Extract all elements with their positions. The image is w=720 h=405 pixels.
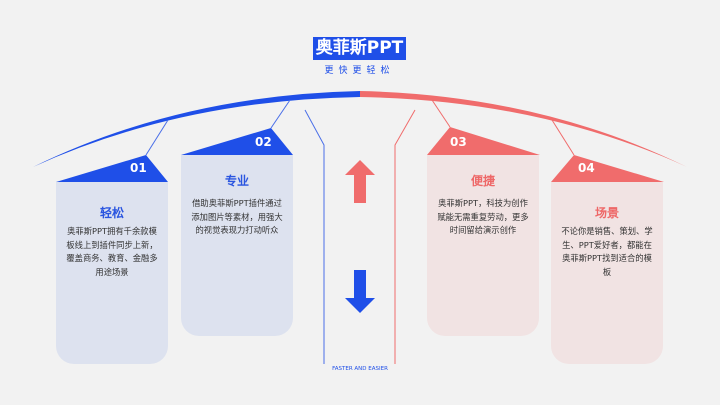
- card-scenario: 场景 不论你是销售、策划、学生、PPT爱好者，都能在奥菲斯PPT找到适合的模板: [551, 182, 663, 364]
- card-number: 04: [578, 161, 595, 175]
- card-easy: 轻松 奥菲斯PPT拥有千余款模板线上到插件同步上新，覆盖商务、教育、金融多用途场…: [56, 182, 168, 364]
- card-title: 场景: [594, 206, 619, 220]
- blue-guide-line: [304, 109, 325, 364]
- page-subtitle: 更快更轻松: [324, 66, 395, 76]
- footer-tagline: FASTER AND EASIER: [332, 366, 388, 372]
- card-number: 02: [255, 135, 272, 149]
- tab-03: [427, 127, 540, 155]
- card-number: 03: [450, 135, 467, 149]
- up-arrow-icon: [345, 160, 375, 203]
- card-number: 01: [130, 161, 147, 175]
- card-title: 专业: [224, 174, 249, 188]
- card-convenient: 便捷 奥菲斯PPT，科技为创作赋能无需重复劳动，更多时间留给演示创作: [427, 155, 539, 336]
- tab-04: [551, 155, 664, 182]
- card-text: 奥菲斯PPT，科技为创作赋能无需重复劳动，更多时间留给演示创作: [437, 198, 529, 235]
- red-guide-line: [394, 109, 416, 364]
- card-title: 轻松: [99, 206, 124, 220]
- card-text: 奥菲斯PPT拥有千余款模板线上到插件同步上新，覆盖商务、教育、金融多用途场景: [66, 226, 158, 277]
- card-text: 不论你是销售、策划、学生、PPT爱好者，都能在奥菲斯PPT找到适合的模板: [561, 226, 653, 277]
- tab-01: [56, 155, 168, 182]
- tab-02: [181, 128, 293, 155]
- card-title: 便捷: [470, 174, 495, 188]
- card-professional: 专业 借助奥菲斯PPT插件通过添加图片等素材，用强大的视觉表现力打动听众: [181, 155, 293, 336]
- page-title: 奥菲斯PPT: [313, 37, 406, 60]
- card-text: 借助奥菲斯PPT插件通过添加图片等素材，用强大的视觉表现力打动听众: [191, 198, 283, 235]
- down-arrow-icon: [345, 270, 375, 313]
